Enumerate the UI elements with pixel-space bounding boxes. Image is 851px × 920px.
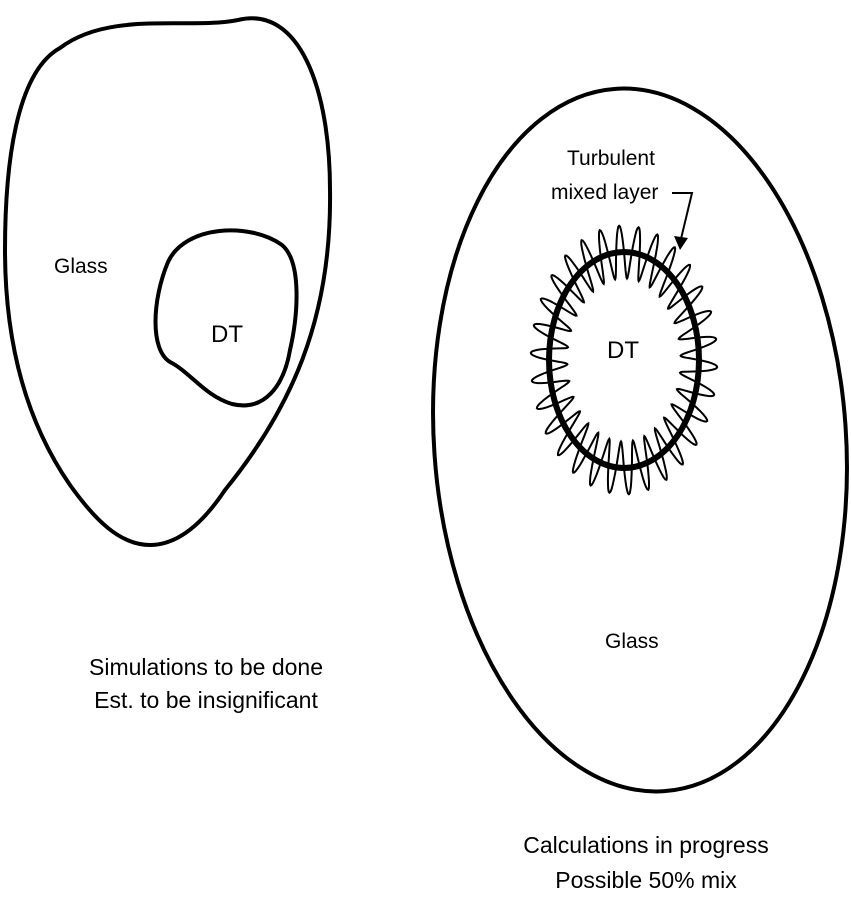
left-caption-line1: Simulations to be done bbox=[89, 654, 323, 680]
callout-leader bbox=[672, 193, 692, 243]
right-caption-line2: Possible 50% mix bbox=[555, 867, 737, 893]
right-capsule: DT Glass Turbulent mixed layer Calculati… bbox=[410, 74, 851, 893]
left-glass-shell bbox=[5, 18, 330, 545]
left-dt-core bbox=[156, 230, 297, 405]
right-dt-label: DT bbox=[607, 337, 639, 364]
left-dt-label: DT bbox=[211, 321, 243, 348]
left-glass-label: Glass bbox=[54, 255, 108, 278]
callout-arrowhead bbox=[674, 236, 688, 250]
callout-line2: mixed layer bbox=[551, 181, 658, 204]
left-caption-line2: Est. to be insignificant bbox=[94, 687, 318, 713]
right-caption-line1: Calculations in progress bbox=[523, 832, 768, 858]
left-capsule: Glass DT Simulations to be done Est. to … bbox=[5, 18, 330, 713]
right-glass-label: Glass bbox=[605, 630, 659, 653]
callout-line1: Turbulent bbox=[567, 147, 655, 170]
